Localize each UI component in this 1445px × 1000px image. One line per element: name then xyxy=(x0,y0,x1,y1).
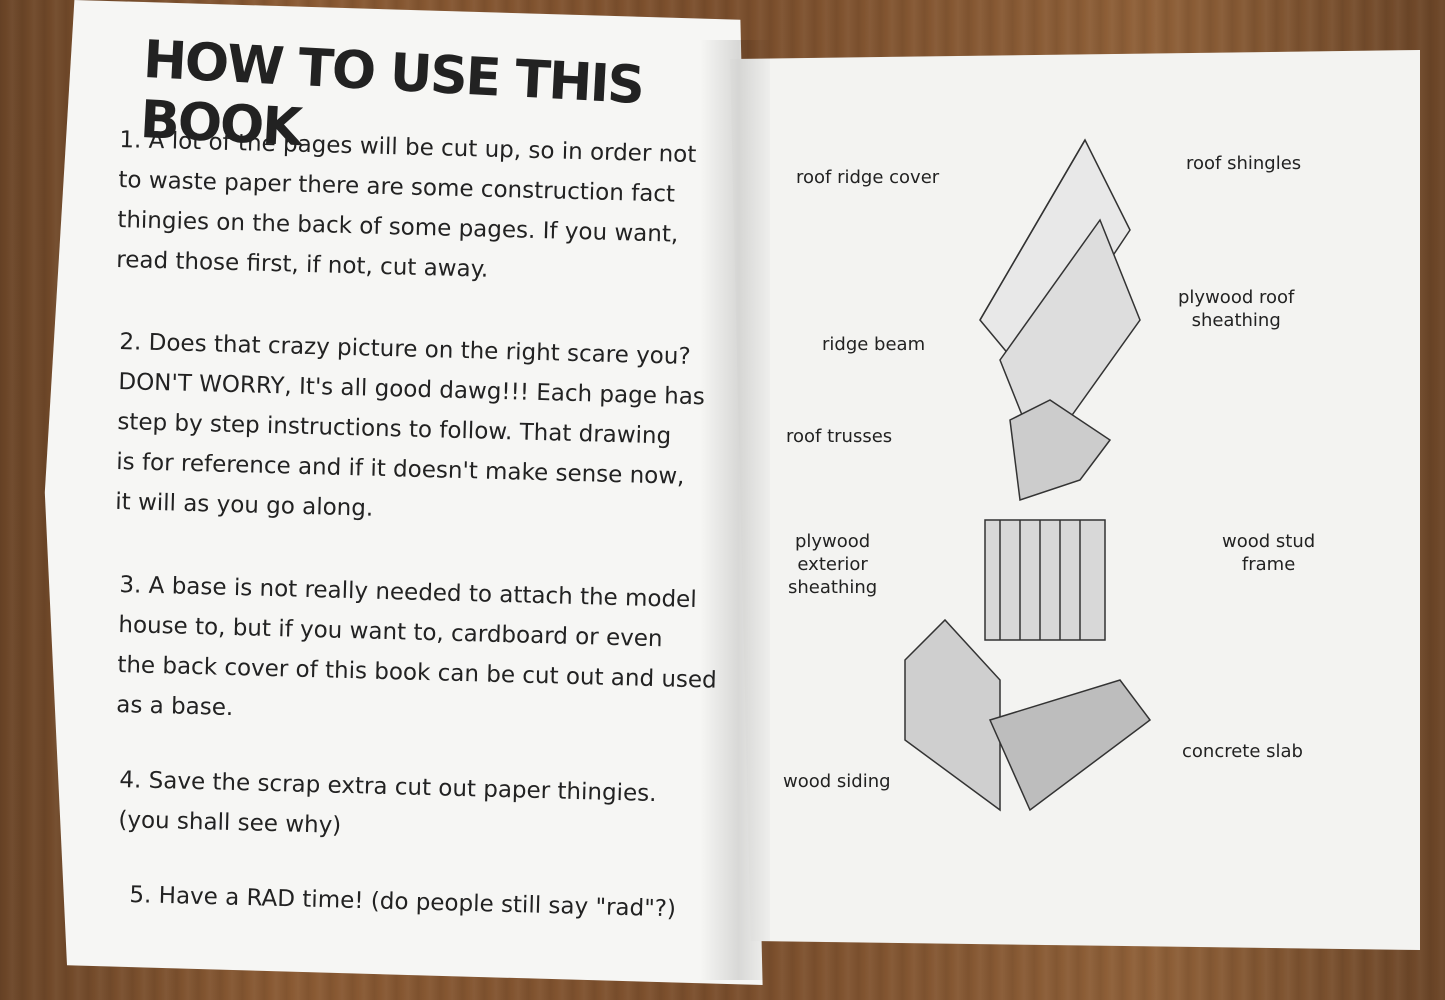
instruction-2: 2. Does that crazy picture on the right … xyxy=(114,328,706,522)
label-wood-siding: wood siding xyxy=(783,771,891,792)
instruction-4: 4. Save the scrap extra cut out paper th… xyxy=(118,766,657,839)
exploded-house-diagram xyxy=(904,138,1152,812)
roof-trusses-shape xyxy=(1009,399,1112,502)
label-plywood-exterior-sheathing: plywood exterior sheathing xyxy=(788,531,878,598)
book-spine xyxy=(700,40,770,980)
label-concrete-slab: concrete slab xyxy=(1182,741,1303,762)
label-plywood-roof-sheathing: plywood roof sheathing xyxy=(1178,287,1295,331)
left-page xyxy=(44,0,763,985)
label-roof-shingles: roof shingles xyxy=(1186,153,1302,174)
stud-frame-shape xyxy=(984,519,1106,641)
instruction-3: 3. A base is not really needed to attach… xyxy=(115,571,718,722)
label-roof-trusses: roof trusses xyxy=(786,426,893,447)
concrete-slab-shape xyxy=(988,679,1152,812)
label-ridge-beam: ridge beam xyxy=(822,334,926,355)
label-wood-stud-frame: wood stud frame xyxy=(1222,531,1316,575)
instruction-1: 1. A lot of the pages will be cut up, so… xyxy=(115,126,697,283)
wood-siding-shape xyxy=(904,618,1001,812)
label-roof-ridge-cover: roof ridge cover xyxy=(796,167,940,188)
